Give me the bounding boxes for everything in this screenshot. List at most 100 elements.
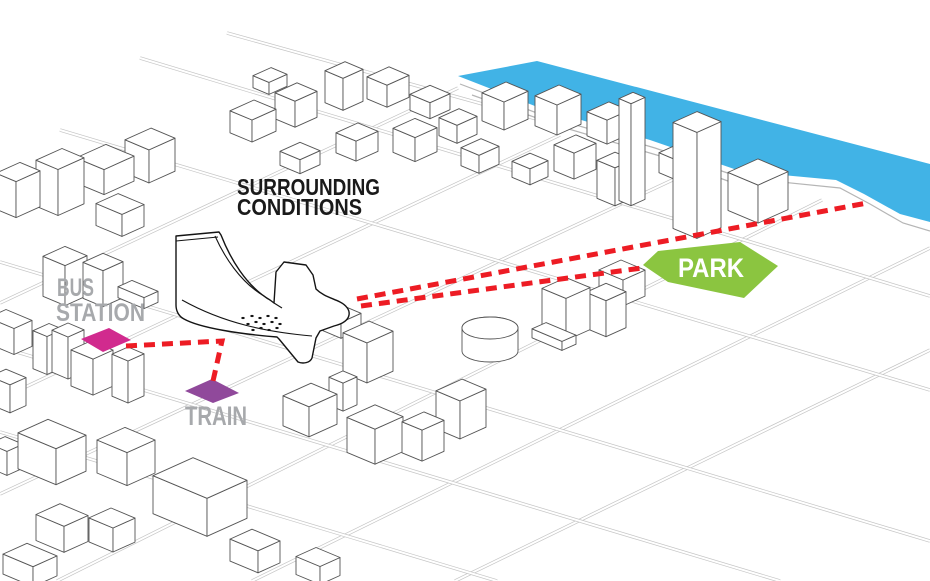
- title-line-1: SURROUNDING: [237, 174, 380, 200]
- building-face: [32, 330, 48, 375]
- building-face: [82, 252, 124, 272]
- building: [279, 141, 321, 175]
- building-face: [70, 340, 114, 360]
- route-site-to-river: [356, 200, 868, 302]
- building-face: [274, 82, 318, 102]
- building-face: [124, 127, 176, 151]
- building-face: [618, 91, 646, 105]
- road: [59, 129, 930, 391]
- building-face: [111, 353, 129, 404]
- building-face: [51, 329, 69, 380]
- building-face: [35, 148, 85, 170]
- building-face: [401, 411, 445, 431]
- building: [96, 426, 156, 487]
- building: [70, 340, 114, 396]
- train-label: TRAIN: [185, 401, 247, 431]
- building: [346, 404, 404, 465]
- building: [229, 99, 277, 143]
- building: [95, 193, 145, 237]
- building: [88, 507, 136, 553]
- bus-station-label-line-2: STATION: [56, 299, 145, 327]
- building-face: [672, 121, 698, 239]
- building: [117, 279, 159, 310]
- building: [672, 111, 722, 239]
- city-buildings: [0, 61, 789, 581]
- train-marker: [185, 379, 239, 403]
- building-face: [2, 542, 58, 568]
- building: [585, 282, 627, 338]
- building-face: [152, 457, 248, 499]
- building-face: [95, 193, 145, 215]
- road: [454, 349, 930, 581]
- building-face: [435, 378, 487, 402]
- building-face: [672, 111, 722, 133]
- building-face: [88, 507, 136, 529]
- building: [409, 84, 451, 120]
- park-label: PARK: [678, 253, 744, 283]
- building: [481, 81, 529, 131]
- building-face: [534, 84, 582, 106]
- site-plaza-dots: [241, 314, 282, 332]
- building-face: [438, 108, 478, 126]
- road: [251, 247, 930, 581]
- building: [0, 161, 41, 219]
- building: [274, 82, 318, 128]
- building: [438, 108, 478, 144]
- building-face: [35, 503, 89, 527]
- building-face: [282, 382, 338, 408]
- cylinder-building: [461, 316, 519, 363]
- building-face: [75, 143, 135, 171]
- building-face: [460, 138, 500, 156]
- building: [342, 320, 394, 384]
- building: [252, 67, 288, 95]
- building: [366, 66, 410, 108]
- building: [335, 122, 379, 162]
- building-face: [295, 547, 341, 567]
- route-bus-to-train: [125, 338, 226, 382]
- building-face: [481, 81, 529, 103]
- building-face: [279, 141, 321, 161]
- building-face: [328, 370, 358, 384]
- building-face: [324, 61, 364, 79]
- building-face: [727, 158, 789, 186]
- building: [295, 547, 341, 581]
- building-face: [366, 66, 410, 86]
- building: [0, 309, 33, 355]
- building-face: [229, 528, 281, 552]
- building: [553, 134, 597, 180]
- building: [511, 152, 549, 186]
- building: [2, 542, 58, 581]
- building-face: [127, 353, 145, 404]
- building: [124, 127, 176, 184]
- building: [727, 158, 789, 224]
- building: [17, 418, 87, 486]
- site-building: [175, 231, 350, 364]
- building-face: [553, 134, 597, 154]
- building: [0, 368, 27, 414]
- building: [460, 138, 500, 174]
- building-face: [229, 99, 277, 121]
- building: [324, 61, 364, 111]
- building-face: [618, 98, 632, 207]
- building-face: [342, 320, 394, 344]
- building-face: [0, 368, 27, 386]
- bus-station-label-line-1: BUS: [57, 274, 94, 302]
- building: [534, 84, 582, 136]
- building-face: [17, 418, 87, 450]
- building-face: [335, 122, 379, 142]
- building: [42, 245, 88, 307]
- building-face: [0, 309, 33, 329]
- building: [35, 503, 89, 553]
- building-face: [585, 282, 627, 302]
- building: [152, 457, 248, 537]
- building-face: [42, 245, 88, 267]
- building-face: [252, 67, 288, 83]
- building: [282, 382, 338, 438]
- building-face: [531, 322, 577, 342]
- park-shape: [643, 242, 778, 298]
- building-face: [511, 152, 549, 170]
- route-site-to-park: [360, 265, 643, 309]
- building-face: [696, 121, 722, 239]
